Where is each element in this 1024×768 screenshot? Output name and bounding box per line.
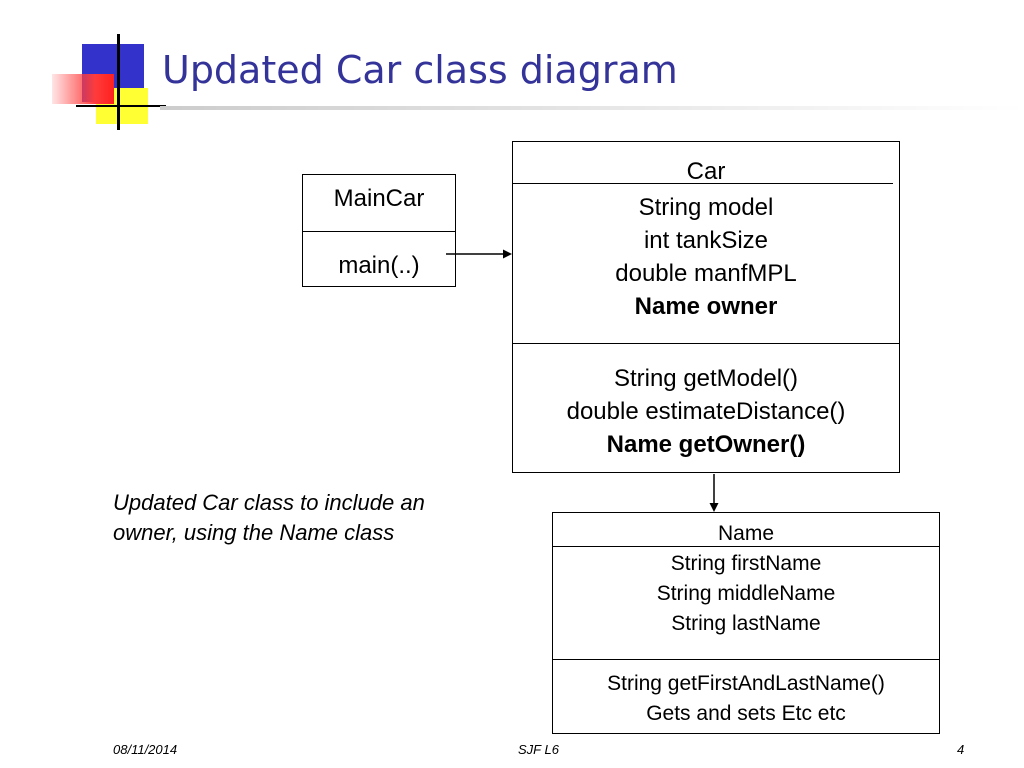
car-methods: String getModel() double estimateDistanc… xyxy=(513,362,899,461)
name-attribute: String lastName xyxy=(671,612,821,635)
car-to-name-arrowhead xyxy=(709,503,719,512)
name-method: Gets and sets Etc etc xyxy=(646,702,846,725)
car-attr-divider xyxy=(513,343,899,344)
car-attribute: double manfMPL xyxy=(615,260,797,287)
name-methods: String getFirstAndLastName() Gets and se… xyxy=(553,669,939,729)
slide-caption: Updated Car class to include an owner, u… xyxy=(113,490,425,545)
logo-red-bar xyxy=(52,74,114,104)
name-class-box: Name String firstName String middleName … xyxy=(552,512,940,734)
footer-page-number: 4 xyxy=(957,742,965,757)
car-class-box: Car String model int tankSize double man… xyxy=(512,141,900,473)
maincar-to-car-arrowhead xyxy=(503,249,512,259)
name-attribute: String firstName xyxy=(670,552,822,575)
logo-vertical-line xyxy=(117,34,120,130)
name-attr-divider xyxy=(553,659,939,660)
slide-title: Updated Car class diagram xyxy=(162,48,678,92)
car-attribute: Name owner xyxy=(634,293,778,320)
car-name-divider xyxy=(513,183,893,184)
maincar-class-name: MainCar xyxy=(333,185,425,212)
car-attributes: String model int tankSize double manfMPL… xyxy=(513,191,899,323)
name-attributes: String firstName String middleName Strin… xyxy=(553,549,939,639)
logo-horizontal-line xyxy=(76,105,166,107)
footer-center: SJF L6 xyxy=(518,742,559,757)
maincar-method: main(..) xyxy=(338,252,420,279)
car-method: String getModel() xyxy=(613,365,799,392)
maincar-class-box: MainCar main(..) xyxy=(302,174,456,287)
car-method: double estimateDistance() xyxy=(566,398,846,425)
car-method: Name getOwner() xyxy=(606,431,806,458)
name-attribute: String middleName xyxy=(656,582,836,605)
title-underline xyxy=(160,106,1024,110)
maincar-methods: main(..) xyxy=(303,232,455,282)
car-attribute: String model xyxy=(638,194,774,221)
name-name-divider xyxy=(553,546,939,547)
car-attribute: int tankSize xyxy=(643,227,769,254)
footer-date: 08/11/2014 xyxy=(113,742,178,757)
name-method: String getFirstAndLastName() xyxy=(607,672,885,695)
car-class-name: Car xyxy=(686,158,726,185)
maincar-divider xyxy=(303,231,455,232)
name-class-name: Name xyxy=(717,522,775,545)
